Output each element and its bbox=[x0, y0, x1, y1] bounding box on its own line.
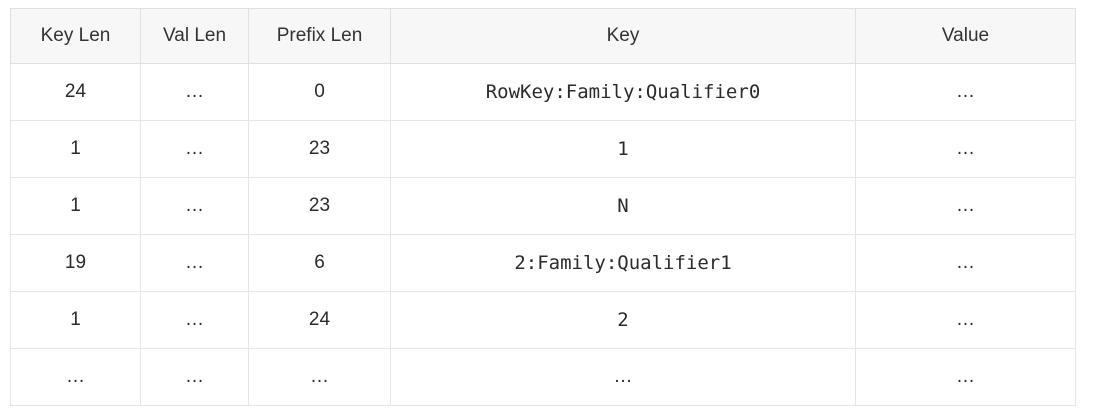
cell-prefix-len: 23 bbox=[248, 177, 391, 235]
cell-value: … bbox=[855, 120, 1076, 178]
cell-key: N bbox=[390, 177, 856, 235]
table-row: 1 … 24 2 … bbox=[10, 291, 1076, 349]
cell-value: … bbox=[855, 177, 1076, 235]
key-value-table-container: Key Len Val Len Prefix Len Key Value 24 … bbox=[10, 8, 1076, 406]
cell-prefix-len: … bbox=[248, 348, 391, 406]
cell-prefix-len: 0 bbox=[248, 63, 391, 121]
cell-key: 2:Family:Qualifier1 bbox=[390, 234, 856, 292]
cell-key: … bbox=[390, 348, 856, 406]
column-header-key: Key bbox=[390, 8, 856, 64]
cell-key-len: 1 bbox=[10, 291, 141, 349]
cell-value: … bbox=[855, 348, 1076, 406]
column-header-key-len: Key Len bbox=[10, 8, 141, 64]
cell-prefix-len: 6 bbox=[248, 234, 391, 292]
cell-key-len: 24 bbox=[10, 63, 141, 121]
table-row: 19 … 6 2:Family:Qualifier1 … bbox=[10, 234, 1076, 292]
cell-value: … bbox=[855, 291, 1076, 349]
table-row: 1 … 23 1 … bbox=[10, 120, 1076, 178]
cell-prefix-len: 23 bbox=[248, 120, 391, 178]
cell-val-len: … bbox=[140, 291, 249, 349]
cell-key-len: … bbox=[10, 348, 141, 406]
table-header-row: Key Len Val Len Prefix Len Key Value bbox=[10, 8, 1076, 64]
cell-key: RowKey:Family:Qualifier0 bbox=[390, 63, 856, 121]
cell-val-len: … bbox=[140, 177, 249, 235]
cell-val-len: … bbox=[140, 63, 249, 121]
cell-value: … bbox=[855, 234, 1076, 292]
cell-key-len: 1 bbox=[10, 177, 141, 235]
cell-val-len: … bbox=[140, 348, 249, 406]
column-header-value: Value bbox=[855, 8, 1076, 64]
table-row: … … … … … bbox=[10, 348, 1076, 406]
cell-value: … bbox=[855, 63, 1076, 121]
column-header-prefix-len: Prefix Len bbox=[248, 8, 391, 64]
cell-key: 1 bbox=[390, 120, 856, 178]
table-row: 24 … 0 RowKey:Family:Qualifier0 … bbox=[10, 63, 1076, 121]
cell-key-len: 1 bbox=[10, 120, 141, 178]
table-header: Key Len Val Len Prefix Len Key Value bbox=[10, 8, 1076, 64]
cell-key-len: 19 bbox=[10, 234, 141, 292]
column-header-val-len: Val Len bbox=[140, 8, 249, 64]
key-value-table: Key Len Val Len Prefix Len Key Value 24 … bbox=[10, 8, 1076, 406]
cell-key: 2 bbox=[390, 291, 856, 349]
cell-val-len: … bbox=[140, 234, 249, 292]
cell-val-len: … bbox=[140, 120, 249, 178]
table-row: 1 … 23 N … bbox=[10, 177, 1076, 235]
table-body: 24 … 0 RowKey:Family:Qualifier0 … 1 … 23… bbox=[10, 63, 1076, 406]
cell-prefix-len: 24 bbox=[248, 291, 391, 349]
